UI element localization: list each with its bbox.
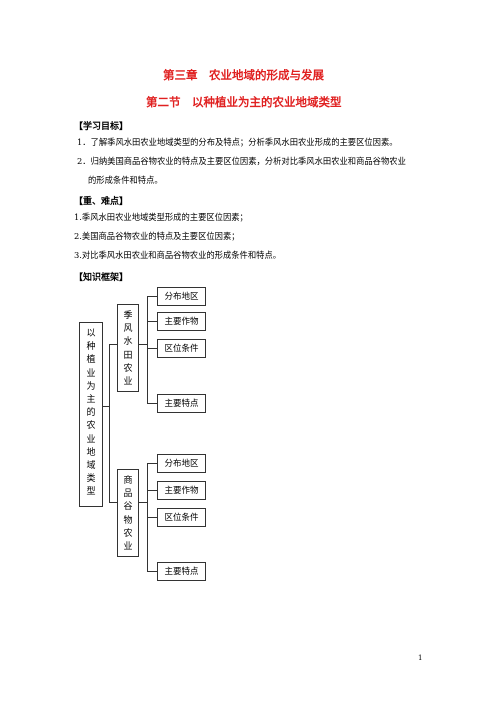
connector xyxy=(147,403,157,404)
chapter-title: 第三章 农业地域的形成与发展 xyxy=(163,68,324,82)
connector xyxy=(147,321,157,322)
connector xyxy=(103,406,109,407)
root-text: 以种植 业为主 的农业 地域类 型 xyxy=(86,329,96,498)
objective-item: 1．了解季风水田农业地域类型的分布及特点；分析季风水田农业形成的主要区位因素。 xyxy=(77,137,398,147)
leaf-main-crops: 主要作物 xyxy=(157,312,206,331)
connector xyxy=(109,502,117,503)
key-point-item: 1.季风水田农业地域类型形成的主要区位因素； xyxy=(74,212,248,222)
key-point-item: 2.美国商品谷物农业的特点及主要区位因素； xyxy=(74,231,240,241)
connector xyxy=(139,502,147,503)
connector xyxy=(109,344,117,345)
leaf-distribution: 分布地区 xyxy=(157,287,206,306)
leaf-location-conditions: 区位条件 xyxy=(157,508,206,527)
branch-text: 季风 水田 农业 xyxy=(123,311,133,388)
leaf-main-features: 主要特点 xyxy=(157,562,206,581)
branch-box-monsoon-paddy: 季风 水田 农业 xyxy=(117,304,139,392)
page-number: 1 xyxy=(418,654,423,662)
connector xyxy=(147,348,157,349)
leaf-main-crops: 主要作物 xyxy=(157,481,206,500)
connector xyxy=(147,296,148,403)
root-box: 以种植 业为主 的农业 地域类 型 xyxy=(79,322,103,507)
connector xyxy=(147,296,157,297)
connector xyxy=(147,571,157,572)
leaf-distribution: 分布地区 xyxy=(157,454,206,473)
connector xyxy=(139,344,147,345)
section-title: 第二节 以种植业为主的农业地域类型 xyxy=(146,95,342,109)
objective-item: 2．归纳美国商品谷物农业的特点及主要区位因素，分析对比季风水田农业和商品谷物农业 xyxy=(77,156,406,166)
framework-heading: 【知识框架】 xyxy=(74,273,129,283)
leaf-location-conditions: 区位条件 xyxy=(157,339,206,358)
connector xyxy=(147,517,157,518)
leaf-main-features: 主要特点 xyxy=(157,394,206,413)
connector xyxy=(109,344,110,502)
key-points-heading: 【重、难点】 xyxy=(74,197,129,207)
key-point-item: 3.对比季风水田农业和商品谷物农业的形成条件和特点。 xyxy=(74,250,282,260)
objective-item: 的形成条件和特点。 xyxy=(88,175,163,185)
connector xyxy=(147,490,157,491)
branch-text: 商品 谷物 农业 xyxy=(123,476,133,553)
connector xyxy=(147,463,157,464)
branch-box-commercial-grain: 商品 谷物 农业 xyxy=(117,469,139,557)
objectives-heading: 【学习目标】 xyxy=(74,122,129,132)
